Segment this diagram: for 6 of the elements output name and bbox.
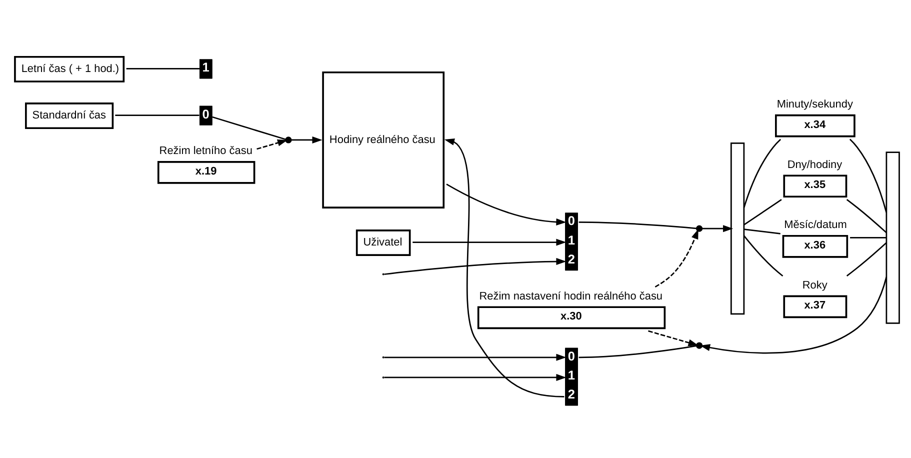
node-label: Roky: [802, 279, 828, 292]
node-label: Měsíc/datum: [784, 218, 847, 231]
node-label: Minuty/sekundy: [776, 98, 853, 110]
node-label: Dny/hodiny: [787, 158, 842, 170]
node-label: Režim letního času: [159, 144, 252, 157]
node-label: Režim nastavení hodin reálného času: [479, 290, 663, 302]
